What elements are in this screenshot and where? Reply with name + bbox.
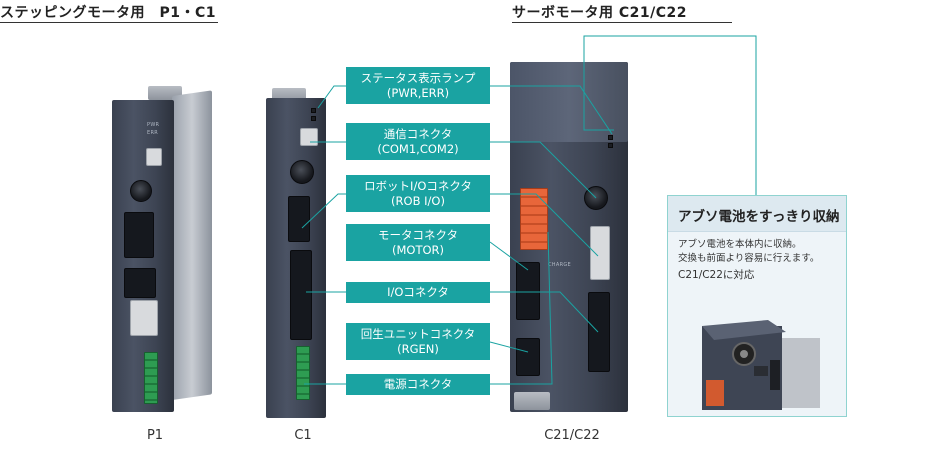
callout-io-connector-line1: I/Oコネクタ bbox=[387, 285, 449, 299]
p1-io-connector-housing bbox=[124, 268, 156, 298]
c21-top-cover bbox=[510, 62, 628, 142]
c1-power-terminal bbox=[296, 346, 310, 400]
c1-label: C1 bbox=[294, 428, 312, 443]
c21-mini-din-port bbox=[584, 186, 608, 210]
c21-ground-terminals bbox=[514, 392, 550, 410]
c21-motor-connector bbox=[516, 262, 540, 320]
callout-comm-connector-line2: (COM1,COM2) bbox=[377, 141, 459, 156]
p1-err-label: ERR bbox=[147, 130, 159, 136]
c21-label: C21/C22 bbox=[544, 428, 600, 443]
p1-side-panel bbox=[172, 90, 212, 401]
c21-rgen-connector bbox=[516, 338, 540, 376]
callout-rgen-connector-line2: (RGEN) bbox=[397, 341, 439, 356]
c21-pwr-led bbox=[608, 135, 613, 140]
servo-title-underline bbox=[512, 22, 732, 23]
battery-info-line2: 交換も前面より容易に行えます。 bbox=[678, 253, 820, 264]
c21-err-led bbox=[608, 143, 613, 148]
battery-info-box: アブソ電池をすっきり収納 アブソ電池を本体内に収納。 交換も前面より容易に行えま… bbox=[667, 195, 847, 417]
callout-status-lamp-line1: ステータス表示ランプ bbox=[360, 70, 476, 85]
c21-io-connector bbox=[588, 292, 610, 372]
p1-power-terminal bbox=[144, 352, 158, 404]
callout-motor-connector-line1: モータコネクタ bbox=[377, 227, 459, 242]
callout-rgen-connector-line1: 回生ユニットコネクタ bbox=[360, 326, 476, 341]
callout-robot-io-connector: ロボットI/Oコネクタ (ROB I/O) bbox=[346, 175, 490, 212]
stepping-section-title: ステッピングモータ用 P1・C1 bbox=[0, 5, 217, 21]
callout-power-connector-line1: 電源コネクタ bbox=[383, 377, 453, 391]
servo-section-title: サーボモータ用 C21/C22 bbox=[512, 5, 688, 21]
c21-charge-label: CHARGE bbox=[548, 262, 571, 268]
p1-mini-din-port bbox=[130, 180, 152, 202]
c21-motor-power-terminal bbox=[520, 188, 548, 250]
battery-info-line3: C21/C22に対応 bbox=[678, 269, 755, 281]
c1-err-led bbox=[311, 116, 316, 121]
callout-comm-connector: 通信コネクタ (COM1,COM2) bbox=[346, 123, 490, 160]
callout-robot-io-connector-line1: ロボットI/Oコネクタ bbox=[364, 178, 472, 193]
p1-com-connector bbox=[146, 148, 162, 166]
battery-compartment-photo bbox=[696, 318, 824, 410]
c1-mini-din-port bbox=[290, 160, 314, 184]
c21-robot-io-connector bbox=[590, 226, 610, 280]
callout-motor-connector: モータコネクタ (MOTOR) bbox=[346, 224, 490, 261]
callout-rgen-connector: 回生ユニットコネクタ (RGEN) bbox=[346, 323, 490, 360]
p1-pwr-label: PWR bbox=[147, 122, 160, 128]
callout-robot-io-connector-line2: (ROB I/O) bbox=[391, 193, 445, 208]
p1-label: P1 bbox=[146, 428, 164, 443]
callout-comm-connector-line1: 通信コネクタ bbox=[383, 126, 453, 141]
battery-info-title: アブソ電池をすっきり収納 bbox=[668, 196, 846, 232]
callout-status-lamp-line2: (PWR,ERR) bbox=[386, 85, 450, 100]
callout-motor-connector-line2: (MOTOR) bbox=[391, 242, 444, 257]
c1-robot-io-connector bbox=[288, 196, 310, 242]
p1-robot-io-connector bbox=[124, 212, 154, 258]
c1-com-connector bbox=[300, 128, 318, 146]
callout-io-connector: I/Oコネクタ bbox=[346, 282, 490, 303]
callout-status-lamp: ステータス表示ランプ (PWR,ERR) bbox=[346, 67, 490, 104]
p1-io-connector bbox=[130, 300, 158, 336]
stepping-title-underline bbox=[0, 22, 218, 23]
battery-info-line1: アブソ電池を本体内に収納。 bbox=[678, 239, 802, 250]
c1-io-connector bbox=[290, 250, 312, 340]
c1-pwr-led bbox=[311, 108, 316, 113]
callout-power-connector: 電源コネクタ bbox=[346, 374, 490, 395]
